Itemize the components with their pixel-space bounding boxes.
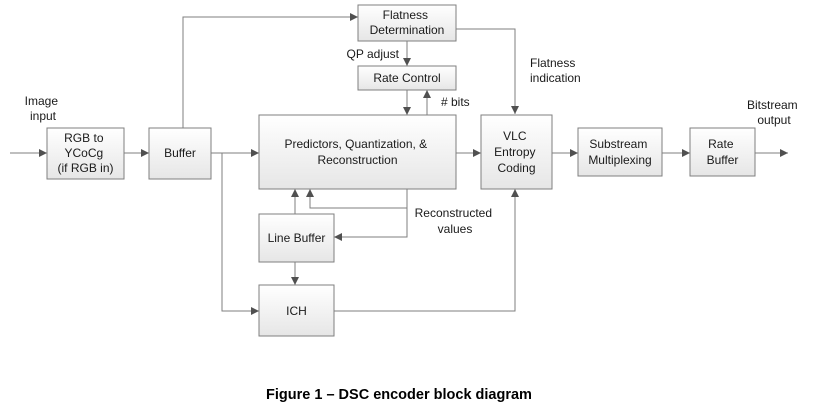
label-qp-adjust: QP adjust bbox=[347, 47, 400, 61]
block-line-buffer-label: Line Buffer bbox=[268, 231, 326, 245]
label-bitstream-output: Bitstream output bbox=[747, 98, 801, 127]
block-flatness-determination: Flatness Determination bbox=[357, 4, 457, 42]
block-rgb-to-ycocg-label: RGB to YCoCg (if RGB in) bbox=[57, 131, 113, 175]
block-buffer: Buffer bbox=[148, 127, 212, 180]
arrow-reconstructed-to-predictors bbox=[306, 189, 407, 209]
arrow-reconstructed-to-linebuffer bbox=[334, 188, 408, 241]
block-flatness-determination-label: Flatness Determination bbox=[370, 8, 445, 37]
block-line-buffer: Line Buffer bbox=[258, 213, 335, 263]
block-buffer-label: Buffer bbox=[164, 146, 196, 160]
block-substream-label: Substream Multiplexing bbox=[588, 137, 651, 167]
block-predictors-quantization-reconstruction: Predictors, Quantization, & Reconstructi… bbox=[258, 114, 457, 190]
block-ich: ICH bbox=[258, 284, 335, 337]
arrow-buffer-to-flatness bbox=[182, 13, 358, 128]
block-rgb-to-ycocg: RGB to YCoCg (if RGB in) bbox=[46, 127, 125, 180]
block-rate-control: Rate Control bbox=[357, 65, 457, 91]
arrow-ich-to-vlc bbox=[334, 189, 519, 312]
block-vlc-entropy-coding: VLC Entropy Coding bbox=[480, 114, 553, 190]
block-vlc-label: VLC Entropy Coding bbox=[494, 129, 539, 175]
block-ich-label: ICH bbox=[286, 304, 307, 318]
block-predictors-label: Predictors, Quantization, & Reconstructi… bbox=[284, 137, 430, 167]
label-num-bits: # bits bbox=[441, 95, 470, 109]
label-flatness-indication: Flatness indication bbox=[530, 56, 581, 85]
block-rate-buffer: Rate Buffer bbox=[689, 127, 756, 177]
block-substream-multiplexing: Substream Multiplexing bbox=[577, 127, 663, 177]
arrow-buffer-to-ich bbox=[221, 153, 259, 315]
figure-caption: Figure 1 – DSC encoder block diagram bbox=[266, 387, 532, 403]
block-rate-buffer-label: Rate Buffer bbox=[707, 137, 739, 167]
label-image-input: Image input bbox=[25, 94, 62, 123]
connectors bbox=[10, 13, 788, 315]
label-reconstructed-values: Reconstructed values bbox=[415, 206, 496, 236]
block-rate-control-label: Rate Control bbox=[373, 71, 440, 85]
arrow-flatness-to-vlc bbox=[456, 28, 519, 114]
